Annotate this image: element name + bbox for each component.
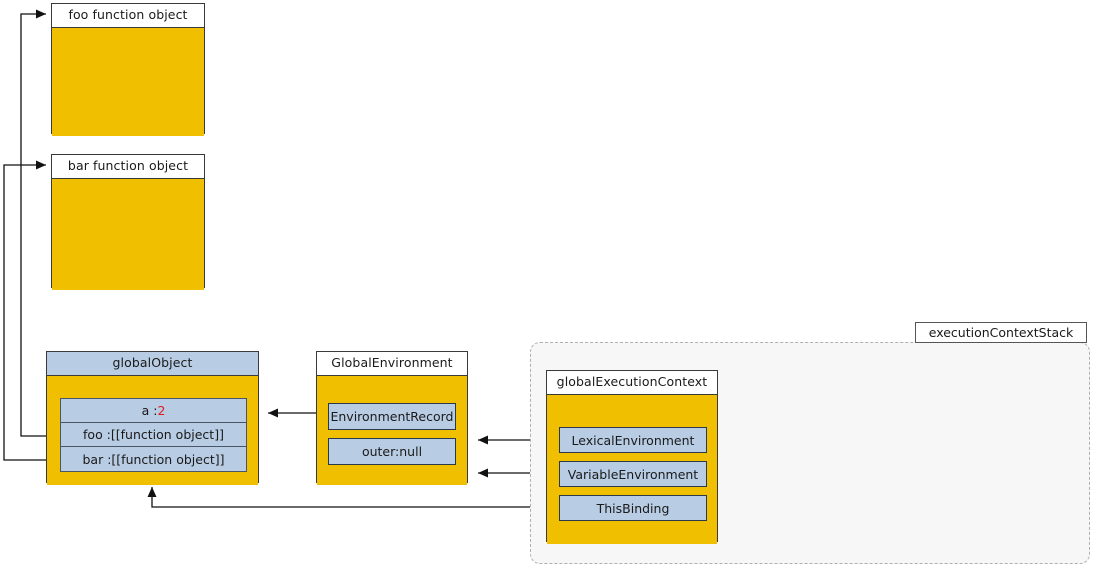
bar-function-object-header: bar function object [52, 155, 204, 179]
foo-function-object-body [52, 27, 204, 136]
execution-context-stack-label: executionContextStack [915, 322, 1087, 343]
global-environment-header: GlobalEnvironment [317, 352, 467, 376]
table-row[interactable]: a :2 [61, 399, 246, 423]
execution-context-slot-this-binding[interactable]: ThisBinding [559, 495, 707, 521]
wire-this-binding-to-global-object [147, 487, 560, 508]
table-row[interactable]: foo :[[function object]] [61, 423, 246, 447]
bar-function-object-body [52, 178, 204, 290]
execution-context-slot-variable-environment[interactable]: VariableEnvironment [559, 461, 707, 487]
foo-function-object-node[interactable]: foo function object [51, 3, 205, 136]
execution-context-slot-lexical-environment[interactable]: LexicalEnvironment [559, 427, 707, 453]
property-value: 2 [157, 403, 166, 418]
global-execution-context-header: globalExecutionContext [547, 371, 717, 395]
property-key: a : [141, 403, 158, 418]
global-object-header: globalObject [47, 352, 258, 376]
global-object-property-table: a :2 foo :[[function object]] bar :[[fun… [60, 398, 247, 472]
property-key: foo :[[function object]] [83, 427, 224, 442]
global-environment-slot-outer[interactable]: outer:null [328, 438, 456, 465]
property-key: bar :[[function object]] [82, 451, 225, 467]
global-environment-slot-environment-record[interactable]: EnvironmentRecord [328, 403, 456, 430]
table-row[interactable]: bar :[[function object]] [61, 447, 246, 471]
foo-function-object-header: foo function object [52, 4, 204, 28]
bar-function-object-node[interactable]: bar function object [51, 154, 205, 290]
global-environment-body [317, 375, 467, 485]
